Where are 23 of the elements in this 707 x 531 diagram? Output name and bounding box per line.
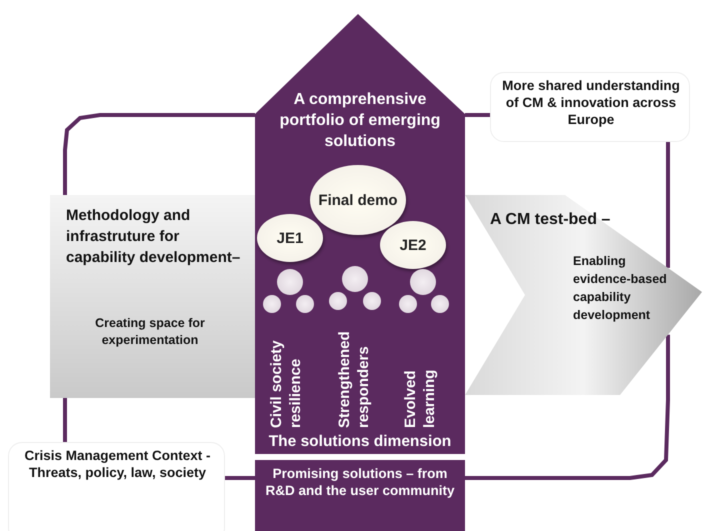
vertical-label: Civil society resilience	[267, 339, 305, 428]
connector-line	[465, 334, 670, 480]
box-text: More shared understanding of CM & innovation across Europe	[501, 77, 681, 128]
band-heading: Methodology and infrastruture for capability development–	[66, 206, 242, 268]
chevron-arrow	[465, 195, 702, 395]
connector-line	[63, 398, 67, 442]
connector-line	[465, 113, 490, 117]
connector-line	[225, 476, 255, 480]
vertical-label: Evolved learning	[401, 368, 439, 428]
house-shape	[255, 14, 465, 454]
section-title: The solutions dimension	[268, 432, 452, 452]
text-box	[8, 442, 225, 531]
connector-line	[63, 113, 255, 195]
band-text: Creating space for experimentation	[95, 315, 205, 349]
solution-box	[255, 460, 465, 531]
box-text: Crisis Management Context - Threats, policy, law, society	[23, 447, 212, 481]
house-heading: A comprehensive portfolio of emerging solutions	[278, 90, 442, 152]
chevron-heading: A CM test-bed –	[490, 210, 612, 230]
chevron-text: Enabling evidence-based capability development	[573, 253, 668, 324]
text-box	[490, 72, 690, 142]
connector-line	[666, 142, 670, 268]
arrow-band	[50, 195, 255, 398]
box-text: Promising solutions – from R&D and the user community	[265, 465, 455, 499]
